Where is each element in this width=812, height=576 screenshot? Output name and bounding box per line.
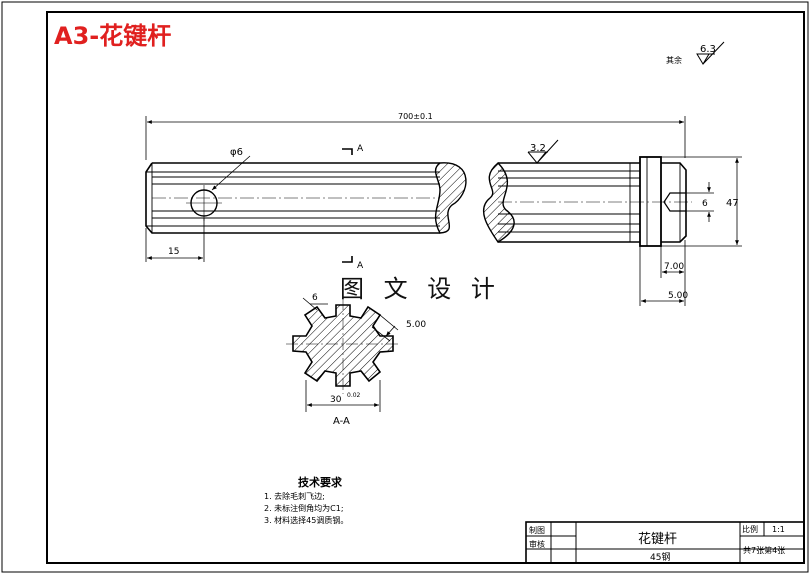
dim-end-length: 5.00 bbox=[639, 246, 688, 306]
roughness-rest-value: 6.3 bbox=[700, 44, 716, 55]
title-block-sheet: 共7张第4张 bbox=[743, 545, 785, 555]
dim-bore-value: 6 bbox=[702, 199, 708, 209]
dim-end-offset: 15 bbox=[145, 218, 205, 262]
dim-end-offset-value: 15 bbox=[168, 247, 179, 257]
title-block-part-name: 花键杆 bbox=[638, 531, 677, 547]
watermark-text: 图 文 设 计 bbox=[340, 275, 501, 303]
title-block-scale-label: 比例 bbox=[742, 524, 758, 534]
flange bbox=[639, 156, 662, 247]
dim-flange-diameter-value: 47 bbox=[726, 198, 739, 209]
end-bore bbox=[663, 192, 686, 212]
title-block-scale-value: 1:1 bbox=[772, 525, 785, 534]
dim-flange-diameter: 47 bbox=[661, 156, 742, 247]
dim-spline-width: 6 bbox=[302, 293, 328, 311]
dim-spline-depth-value: 5.00 bbox=[406, 320, 426, 330]
roughness-local-value: 3.2 bbox=[530, 143, 546, 154]
requirement-3: 3. 材料选择45调质钢。 bbox=[264, 515, 348, 525]
requirement-2: 2. 未标注倒角均为C1; bbox=[264, 503, 344, 513]
dim-hole-diameter: φ6 bbox=[211, 147, 251, 191]
break-section-left bbox=[434, 162, 467, 234]
roughness-rest: 其余 6.3 bbox=[666, 41, 725, 65]
dim-spline-diameter: 30 0.02 bbox=[305, 380, 381, 412]
requirement-1: 1. 去除毛刺飞边; bbox=[264, 491, 325, 501]
roughness-rest-label: 其余 bbox=[666, 55, 682, 65]
dim-spline-depth: 5.00 bbox=[371, 314, 426, 342]
shaft-end bbox=[661, 162, 687, 243]
dim-spline-diameter-value: 30 bbox=[330, 395, 342, 405]
dim-end-length-value: 5.00 bbox=[668, 291, 688, 301]
dim-overall-length-value: 700±0.1 bbox=[398, 112, 433, 121]
dim-flange-width-value: 7.00 bbox=[664, 262, 684, 272]
requirements-heading: 技术要求 bbox=[298, 475, 343, 489]
title-block bbox=[525, 521, 805, 564]
section-cut-markers bbox=[342, 148, 353, 263]
roughness-local: 3.2 bbox=[527, 139, 559, 164]
break-section-right bbox=[483, 162, 515, 243]
section-view-a-a bbox=[286, 298, 400, 394]
section-marker-top: A bbox=[357, 144, 364, 154]
title-block-material: 45钢 bbox=[650, 551, 670, 563]
dim-hole-diameter-value: φ6 bbox=[230, 147, 243, 158]
dim-flange-width: 7.00 bbox=[660, 240, 686, 306]
inner-frame bbox=[46, 11, 805, 564]
shaft-right-view bbox=[498, 156, 692, 247]
shaft-right-outline bbox=[498, 162, 640, 243]
dim-overall-length: 700±0.1 bbox=[145, 112, 686, 160]
title-block-review-label: 审核 bbox=[529, 539, 545, 549]
shaft-main-view bbox=[145, 162, 440, 234]
dim-spline-width-value: 6 bbox=[312, 293, 318, 303]
dim-bore: 6 bbox=[686, 182, 714, 222]
section-label: A-A bbox=[333, 416, 350, 427]
section-marker-bottom: A bbox=[357, 261, 364, 271]
title-block-drawn-label: 制图 bbox=[529, 525, 545, 535]
dim-tolerance-value: 0.02 bbox=[347, 392, 361, 399]
drawing-title: A3-花键杆 bbox=[54, 22, 171, 50]
